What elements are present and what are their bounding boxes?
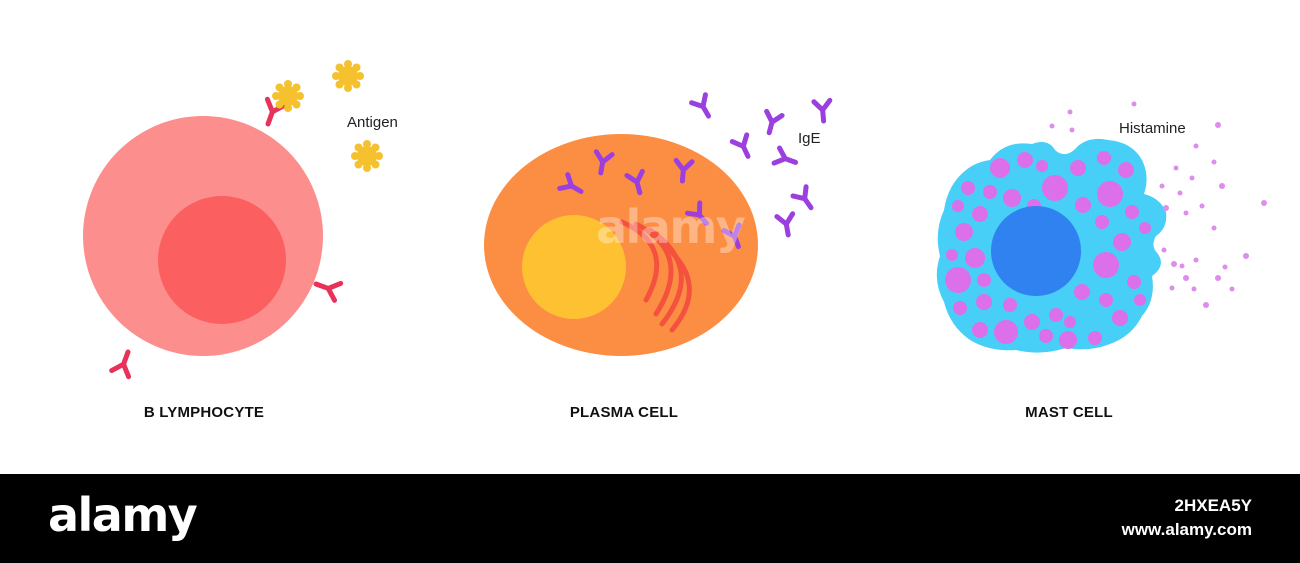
antibody-icon — [771, 145, 799, 166]
antibody-icon — [673, 157, 695, 184]
b-lymphocyte-nucleus — [158, 196, 286, 324]
antibody-icon — [593, 149, 615, 176]
plasma-cell-nucleus — [522, 215, 626, 319]
antigen-icon — [351, 140, 383, 172]
b-lymphocyte — [83, 60, 383, 380]
receptor-icon — [313, 280, 344, 303]
antigen-icon — [332, 60, 364, 92]
antibody-icon — [774, 211, 796, 238]
antibody-icon — [685, 200, 709, 226]
mast-cell — [936, 101, 1267, 353]
ige-antibodies — [557, 92, 833, 250]
granules — [945, 151, 1151, 349]
antigen-icon — [272, 80, 304, 112]
antibody-icon — [790, 184, 814, 211]
brand-logo: alamy — [48, 488, 198, 542]
mast-cell-label: MAST CELL — [1025, 404, 1113, 421]
antibody-icon — [557, 172, 584, 194]
antibody-icon — [689, 92, 711, 119]
mast-cell-nucleus — [991, 206, 1081, 296]
antibody-icon — [721, 222, 742, 250]
antibody-icon — [729, 132, 751, 159]
footer-bar: alamy 2HXEA5Y www.alamy.com — [0, 474, 1300, 563]
ige-label: IgE — [798, 130, 821, 147]
receptor-icon — [109, 349, 132, 380]
histamine-dots — [1049, 101, 1267, 308]
antibody-icon — [811, 97, 833, 124]
antibody-icon — [764, 108, 785, 136]
plasma-cell-label: PLASMA CELL — [569, 404, 679, 421]
plasma-cell — [484, 92, 833, 356]
antibody-icon — [624, 168, 645, 196]
cell-diagram — [83, 60, 1267, 380]
site-url: www.alamy.com — [1121, 520, 1252, 539]
golgi-apparatus — [619, 219, 692, 333]
antigen-icons — [272, 60, 383, 172]
b-lymphocyte-label: B LYMPHOCYTE — [143, 404, 265, 421]
watermark-logo: alamy — [596, 200, 746, 254]
image-id: 2HXEA5Y — [1174, 496, 1252, 515]
histamine-label: Histamine — [1119, 120, 1186, 137]
antigen-label: Antigen — [347, 114, 398, 131]
